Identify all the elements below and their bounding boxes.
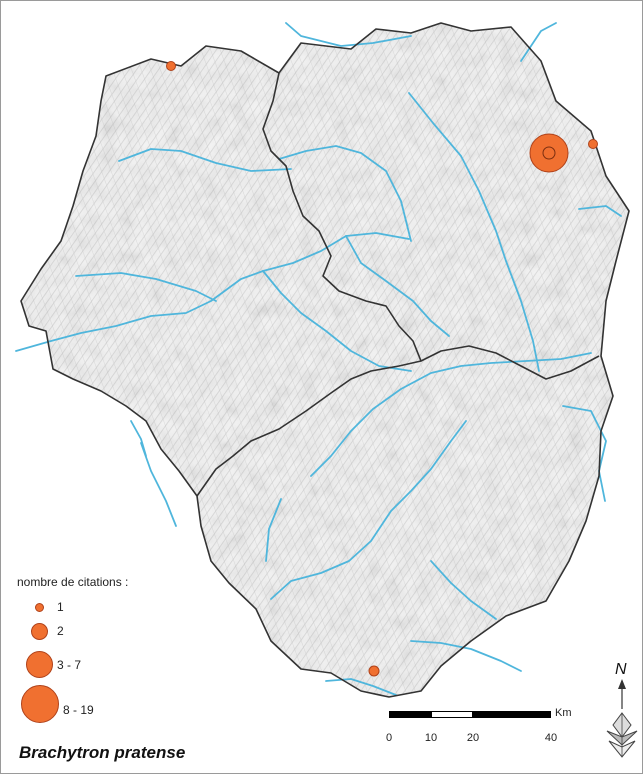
river-7: [75, 272, 217, 302]
region-outline: [20, 22, 630, 698]
river-16: [325, 678, 397, 696]
department-borders: [20, 22, 630, 698]
compass-rose-icon: [606, 712, 638, 758]
river-8: [262, 270, 412, 372]
legend-dot-1: [35, 603, 44, 612]
legend-dot-3: [26, 651, 53, 678]
legend-label-2: 2: [57, 624, 64, 638]
north-arrow-icon: [618, 679, 626, 709]
legend-title: nombre de citations :: [17, 575, 129, 589]
border-south: [196, 360, 422, 497]
river-4: [278, 145, 412, 242]
obs-south: [368, 665, 380, 677]
scale-tick-10: 10: [424, 732, 438, 744]
legend-row-2: 2: [17, 618, 207, 654]
legend-label-3: 3 - 7: [57, 658, 82, 672]
rivers: [15, 22, 622, 696]
legend-label-1: 1: [57, 600, 64, 614]
river-2: [285, 22, 412, 47]
scale-unit: Km: [555, 707, 572, 719]
legend-row-4: 8 - 19: [17, 685, 207, 723]
north-arrow: N: [603, 661, 641, 766]
legend-row-1: 1: [17, 597, 207, 633]
legend-dot-4: [21, 685, 59, 723]
river-13: [270, 420, 467, 600]
river-18: [265, 498, 282, 562]
scale-tick-40: 40: [544, 732, 558, 744]
legend: nombre de citations : 1 2 3 - 7 8 - 19: [17, 575, 217, 730]
species-name: Brachytron pratense: [19, 743, 186, 762]
legend-dot-2: [31, 623, 48, 640]
obs-north-east-large-ring: [542, 146, 556, 160]
river-15: [410, 640, 522, 672]
river-3: [408, 92, 540, 372]
river-12: [310, 352, 592, 477]
legend-row-3: 3 - 7: [17, 647, 207, 683]
scale-segment-1: [389, 711, 431, 718]
river-6: [262, 232, 410, 272]
river-20: [520, 22, 557, 62]
observations: [166, 61, 598, 677]
obs-north-east-small: [588, 139, 598, 149]
scale-segment-3: [473, 711, 551, 718]
river-9: [345, 235, 450, 337]
river-19: [140, 442, 177, 527]
scale-segment-2: [431, 711, 473, 718]
north-label: N: [615, 661, 627, 678]
obs-north-west: [166, 61, 176, 71]
scale-tick-20: 20: [466, 732, 480, 744]
scale-tick-0: 0: [385, 732, 393, 744]
river-10: [578, 205, 622, 217]
river-17: [562, 405, 607, 502]
scale-bar: Km 0 10 20 40: [381, 707, 591, 757]
river-14: [430, 560, 497, 620]
river-1: [118, 148, 292, 172]
river-5: [15, 270, 264, 352]
border-west-north: [262, 72, 600, 380]
obs-north-east-large: [529, 133, 569, 173]
legend-label-4: 8 - 19: [63, 703, 94, 717]
